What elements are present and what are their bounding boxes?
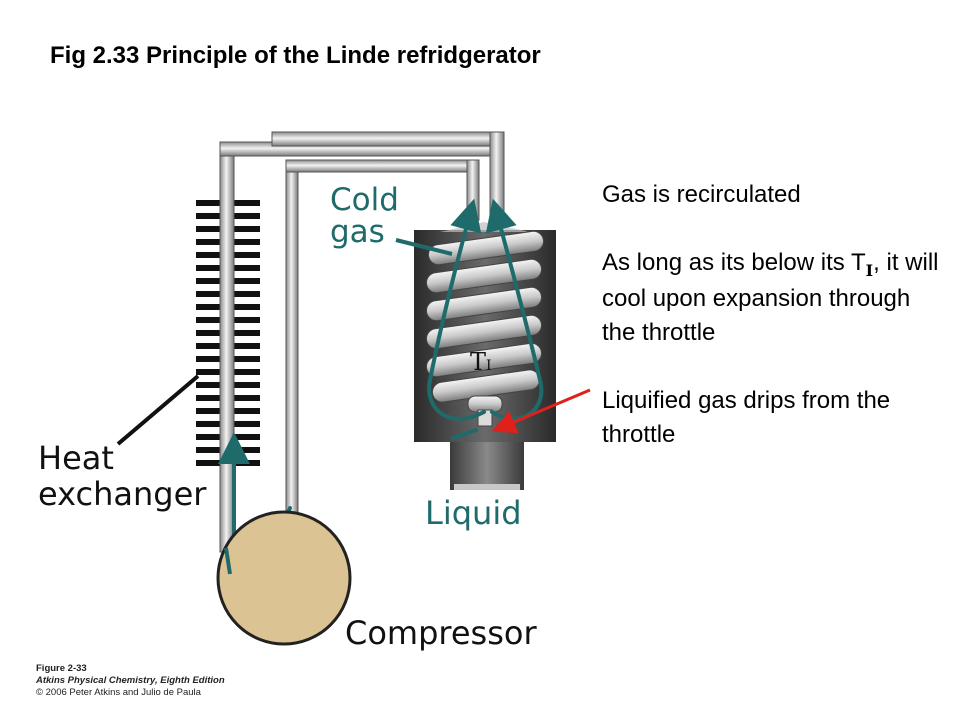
- caption-copyright: © 2006 Peter Atkins and Julio de Paula: [36, 687, 201, 698]
- figure-caption: Figure 2-33 Atkins Physical Chemistry, E…: [36, 663, 225, 699]
- caption-book-title: Atkins Physical Chemistry, Eighth Editio…: [36, 675, 225, 686]
- inversion-temperature-subscript: I: [486, 358, 492, 374]
- throttle-valve: [467, 395, 503, 427]
- note-cool-part-b: , it will cool upon expansion through th…: [602, 249, 939, 346]
- heat-exchanger-label: Heat exchanger: [38, 440, 206, 512]
- page-title: Fig 2.33 Principle of the Linde refridge…: [50, 42, 541, 69]
- explanation-notes: Gas is recirculated As long as its below…: [602, 178, 947, 486]
- cold-gas-label-line2: gas: [330, 214, 385, 250]
- note-cool-part-a: As long as its below its T: [602, 249, 866, 276]
- heat-exchanger-label-line2: exchanger: [38, 475, 207, 513]
- compressor: [216, 510, 352, 646]
- inversion-temperature-T: T: [470, 348, 487, 376]
- cold-gas-label-line1: Cold: [330, 182, 399, 218]
- compressor-label: Compressor: [345, 614, 537, 652]
- note-cool-subscript: I: [865, 261, 874, 280]
- caption-figure-number: Figure 2-33: [36, 663, 87, 674]
- note-cool-upon-expansion: As long as its below its TI, it will coo…: [602, 246, 947, 350]
- note-recirculated: Gas is recirculated: [602, 181, 801, 208]
- inversion-temperature-label: TI: [470, 348, 492, 376]
- heat-exchanger-label-line1: Heat: [38, 439, 114, 477]
- note-liquified-drips: Liquified gas drips from the throttle: [602, 387, 891, 448]
- cold-gas-leader: [395, 238, 453, 256]
- heat-exchanger-leader: [116, 374, 200, 446]
- cold-gas-label: Cold gas: [330, 184, 399, 248]
- liquid-reservoir: [450, 440, 524, 490]
- liquid-label: Liquid: [425, 494, 522, 532]
- throttle-pointer-arrow: [491, 388, 591, 434]
